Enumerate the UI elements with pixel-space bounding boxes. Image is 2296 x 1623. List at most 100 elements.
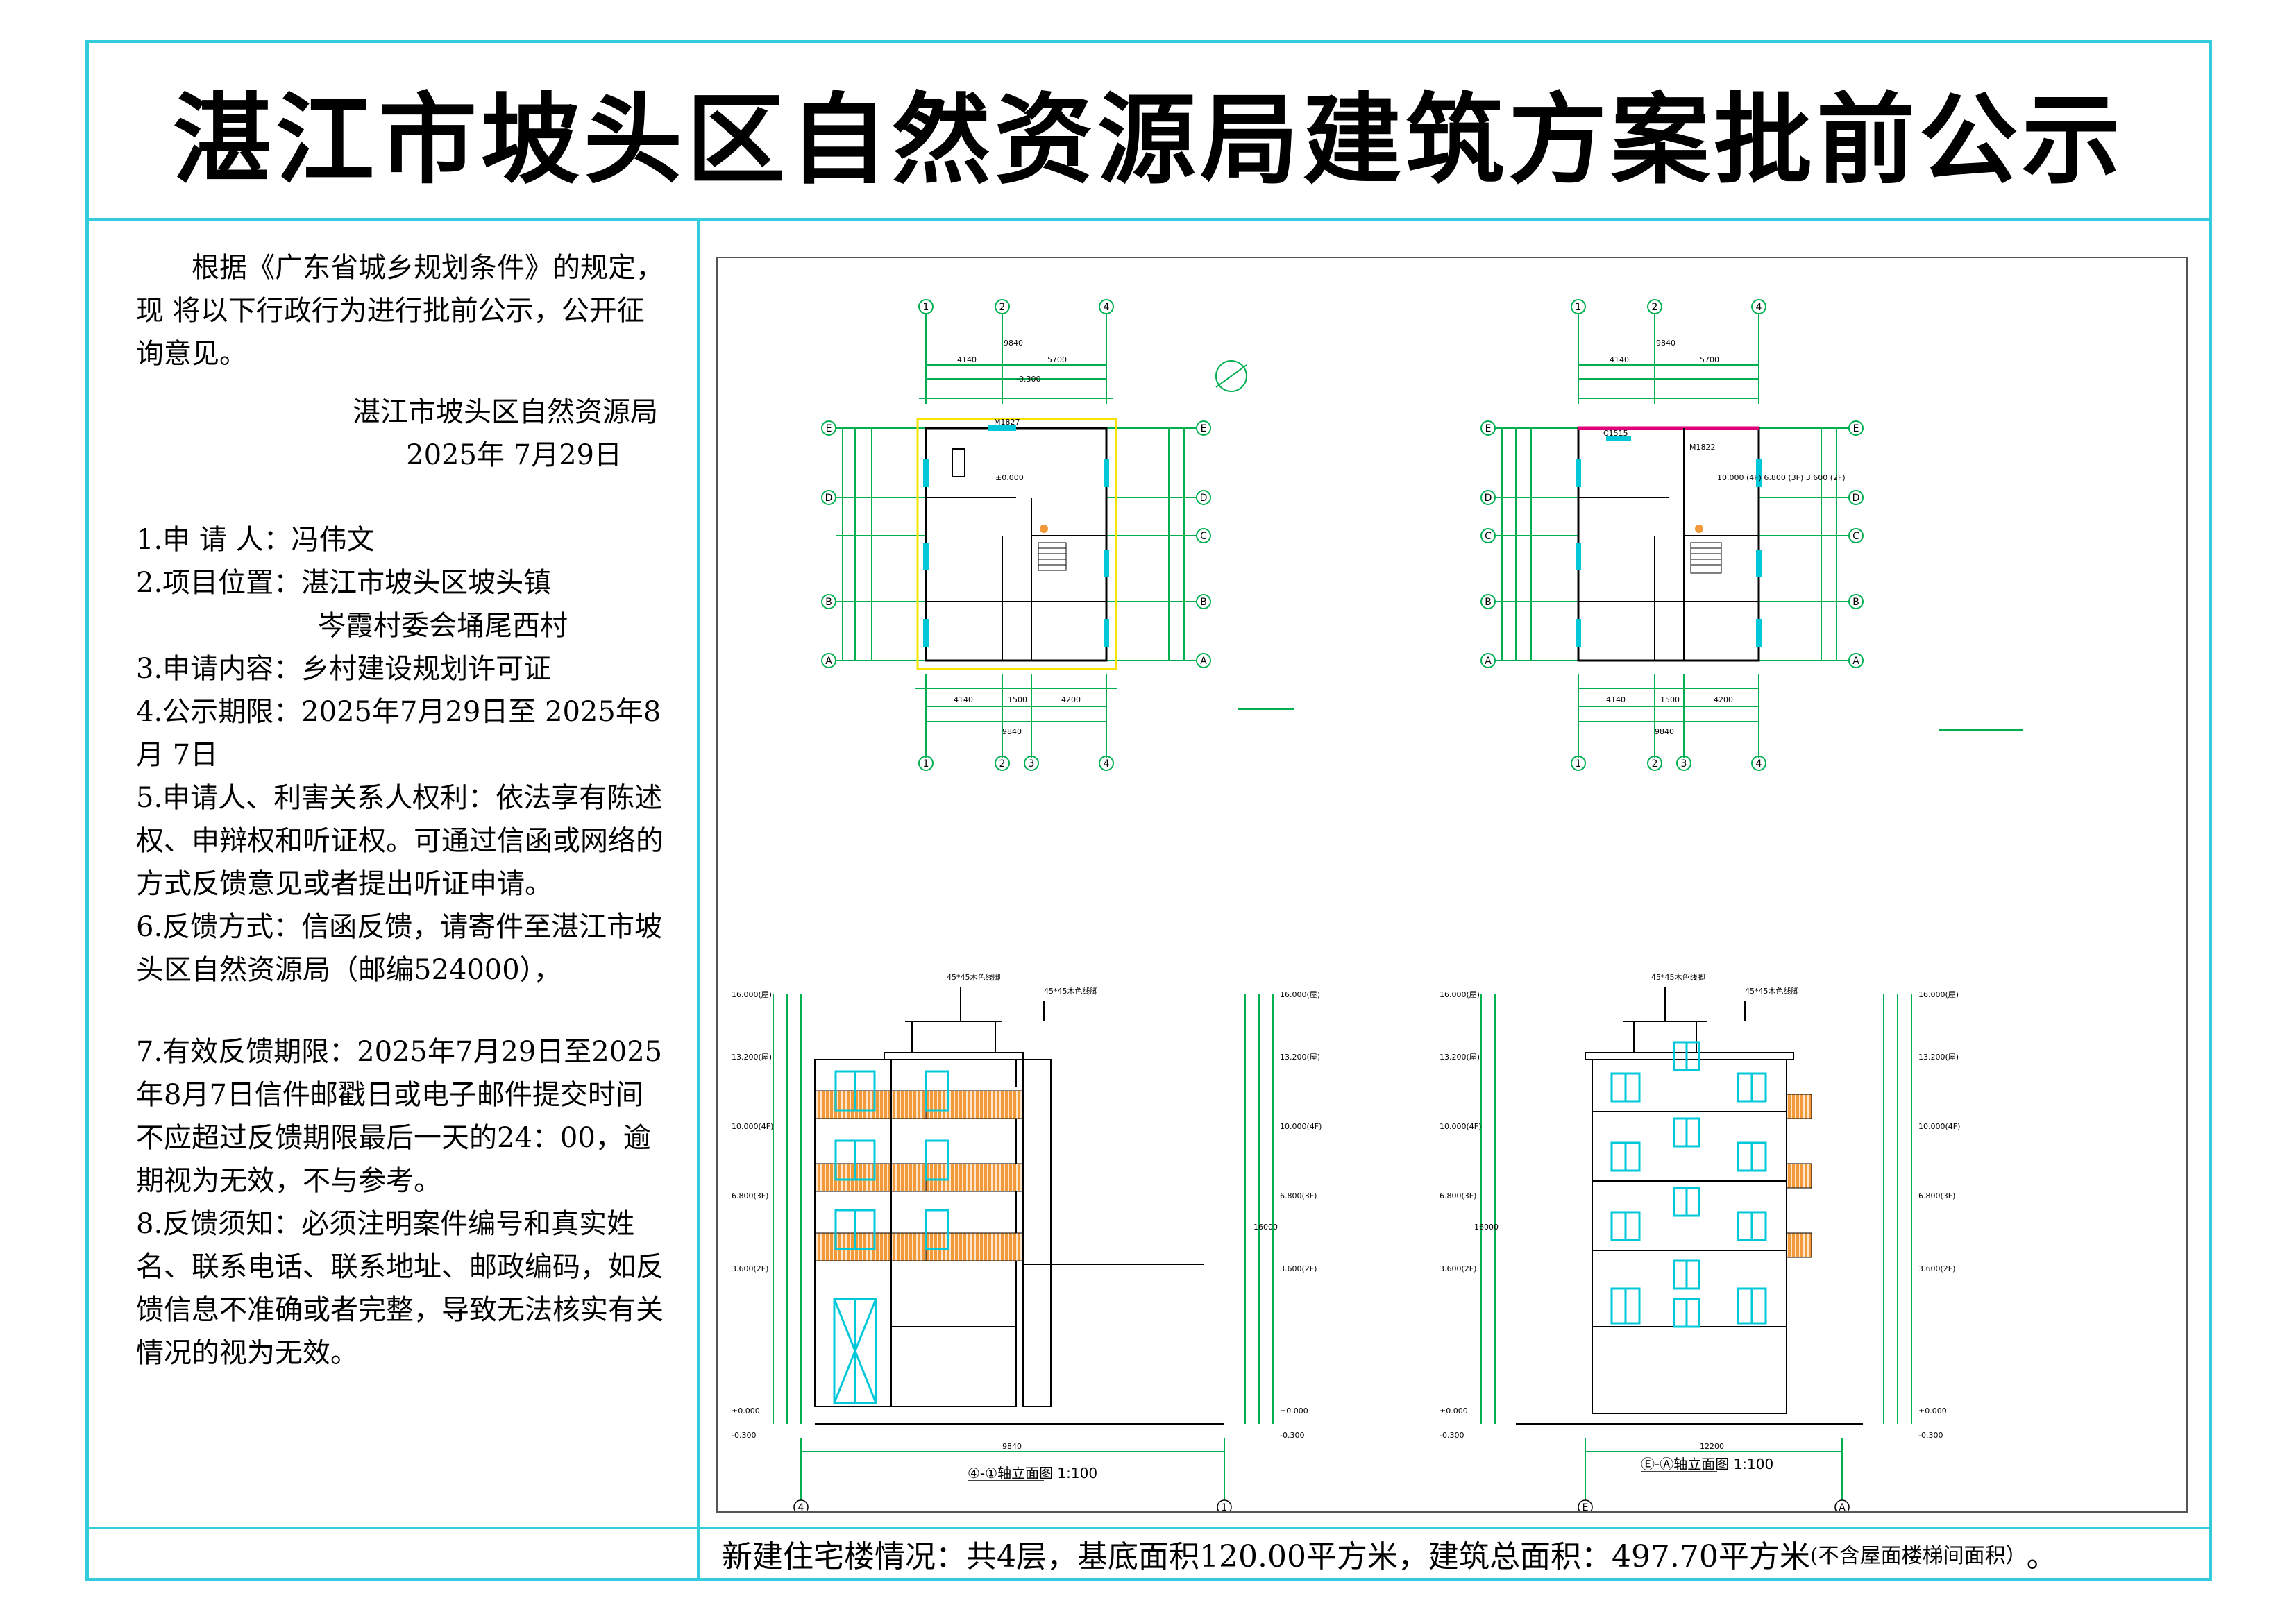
elevation-4-1: 4 1 16.000(屋) 13.200(屋) 10.000(4F) 6.800… bbox=[732, 972, 1322, 1511]
svg-text:±0.000: ±0.000 bbox=[1280, 1407, 1308, 1416]
svg-text:3.600(2F): 3.600(2F) bbox=[732, 1264, 768, 1273]
svg-text:B: B bbox=[825, 597, 832, 608]
svg-text:3: 3 bbox=[1029, 758, 1035, 770]
svg-text:-0.300: -0.300 bbox=[1280, 1431, 1304, 1440]
svg-text:-0.300: -0.300 bbox=[732, 1431, 756, 1440]
svg-text:1: 1 bbox=[1576, 758, 1582, 770]
svg-text:A: A bbox=[825, 656, 832, 667]
svg-text:1: 1 bbox=[923, 302, 929, 313]
item-location: 2.项目位置：湛江市坡头区坡头镇 bbox=[136, 567, 552, 599]
item-feedback-deadline: 7.有效反馈期限：2025年7月29日至2025年8月7日信件邮戳日或电子邮件提… bbox=[136, 1036, 663, 1197]
svg-text:E: E bbox=[1485, 423, 1492, 434]
svg-text:±0.000: ±0.000 bbox=[732, 1407, 760, 1416]
svg-text:4140: 4140 bbox=[957, 355, 977, 364]
svg-text:4200: 4200 bbox=[1061, 695, 1081, 704]
floor-plan-1 bbox=[836, 314, 1294, 758]
svg-text:±0.000: ±0.000 bbox=[995, 473, 1024, 482]
svg-text:6.800(3F): 6.800(3F) bbox=[1918, 1191, 1955, 1200]
item-period: 4.公示期限：2025年7月29日至 2025年8月 7日 bbox=[136, 696, 661, 771]
svg-text:A: A bbox=[1852, 656, 1859, 667]
building-summary-note: (不含屋面楼梯间面积） bbox=[1809, 1544, 2027, 1568]
notice-text: 根据《广东省城乡规划条件》的规定，现 将以下行政行为进行批前公示，公开征询意见。… bbox=[136, 246, 670, 1375]
svg-text:4: 4 bbox=[1104, 758, 1110, 770]
item-feedback-notes: 8.反馈须知：必须注明案件编号和真实姓名、联系电话、联系地址、邮政编码，如反馈信… bbox=[136, 1208, 664, 1369]
svg-text:A: A bbox=[1200, 656, 1207, 667]
svg-text:10.000(4F): 10.000(4F) bbox=[732, 1122, 773, 1131]
svg-text:12200: 12200 bbox=[1700, 1442, 1724, 1451]
svg-text:A: A bbox=[1485, 656, 1492, 667]
column-divider bbox=[697, 218, 700, 1581]
svg-text:3.600(2F): 3.600(2F) bbox=[1918, 1264, 1955, 1273]
svg-text:16.000(屋): 16.000(屋) bbox=[1440, 990, 1480, 999]
svg-text:E: E bbox=[1853, 423, 1859, 434]
svg-text:3.600(2F): 3.600(2F) bbox=[1280, 1264, 1317, 1273]
svg-text:1: 1 bbox=[923, 758, 929, 770]
item-rights: 5.申请人、利害关系人权利：依法享有陈述权、申辩权和听证权。可通过信函或网络的方… bbox=[136, 782, 664, 900]
building-summary-main: 新建住宅楼情况：共4层，基底面积120.00平方米，建筑总面积：497.70平方… bbox=[722, 1539, 1810, 1574]
svg-text:4: 4 bbox=[1756, 758, 1762, 770]
svg-text:C: C bbox=[1852, 531, 1859, 542]
building-summary-end: 。 bbox=[2026, 1539, 2057, 1574]
svg-text:16.000(屋): 16.000(屋) bbox=[1918, 990, 1959, 999]
svg-text:-0.300: -0.300 bbox=[1440, 1431, 1464, 1440]
svg-text:1500: 1500 bbox=[1008, 695, 1027, 704]
svg-text:9840: 9840 bbox=[1002, 727, 1022, 736]
floor-plan-1-labels: 4140 5700 9840 4140 1500 4200 9840 M1827… bbox=[954, 339, 1081, 736]
notice-intro: 根据《广东省城乡规划条件》的规定，现 将以下行政行为进行批前公示，公开征询意见。 bbox=[136, 252, 664, 370]
svg-text:4140: 4140 bbox=[954, 695, 973, 704]
svg-text:D: D bbox=[825, 493, 833, 504]
plan-2-axis-bubbles: 1 2 4 1 2 3 4 E D C B A E D C B A bbox=[1480, 299, 1864, 771]
svg-text:6.800(3F): 6.800(3F) bbox=[1280, 1191, 1317, 1200]
svg-text:13.200(屋): 13.200(屋) bbox=[1280, 1053, 1320, 1062]
svg-text:±0.000: ±0.000 bbox=[1918, 1407, 1947, 1416]
svg-text:D: D bbox=[1485, 493, 1492, 504]
svg-text:3: 3 bbox=[1681, 758, 1687, 770]
svg-text:D: D bbox=[1200, 493, 1208, 504]
svg-text:4140: 4140 bbox=[1610, 355, 1629, 364]
svg-text:10.000(4F): 10.000(4F) bbox=[1280, 1122, 1322, 1131]
svg-text:16.000(屋): 16.000(屋) bbox=[1280, 990, 1320, 999]
svg-text:2: 2 bbox=[1652, 758, 1658, 770]
svg-text:B: B bbox=[1200, 597, 1207, 608]
svg-text:2: 2 bbox=[999, 758, 1006, 770]
issue-date: 2025年 7月29日 bbox=[406, 439, 622, 471]
svg-text:6.800(3F): 6.800(3F) bbox=[732, 1191, 768, 1200]
footer-divider bbox=[85, 1527, 2212, 1529]
svg-text:9840: 9840 bbox=[1004, 339, 1023, 348]
floor-plan-1-walls bbox=[916, 418, 1117, 670]
svg-text:4200: 4200 bbox=[1714, 695, 1733, 704]
svg-text:4140: 4140 bbox=[1606, 695, 1626, 704]
svg-text:10.000(4F): 10.000(4F) bbox=[1440, 1122, 1481, 1131]
svg-text:2: 2 bbox=[1652, 302, 1658, 313]
page-title: 湛江市坡头区自然资源局建筑方案批前公示 bbox=[173, 83, 2125, 198]
svg-text:-0.300: -0.300 bbox=[1918, 1431, 1943, 1440]
svg-text:C: C bbox=[1200, 531, 1207, 542]
svg-text:C1515: C1515 bbox=[1603, 429, 1628, 438]
svg-text:16000: 16000 bbox=[1253, 1223, 1278, 1232]
drawing-svg: 4140 5700 9840 4140 1500 4200 9840 M1827… bbox=[732, 299, 2023, 1511]
svg-text:M1822: M1822 bbox=[1689, 443, 1716, 452]
svg-text:13.200(屋): 13.200(屋) bbox=[1918, 1053, 1959, 1062]
svg-text:4: 4 bbox=[1756, 302, 1762, 313]
building-summary: 新建住宅楼情况：共4层，基底面积120.00平方米，建筑总面积：497.70平方… bbox=[722, 1529, 2207, 1578]
svg-text:10.000 (4F) 6.800 (3F) 3.600 (: 10.000 (4F) 6.800 (3F) 3.600 (2F) bbox=[1717, 473, 1846, 482]
svg-text:5700: 5700 bbox=[1700, 355, 1719, 364]
item-location-detail: 岑霞村委会埇尾西村 bbox=[318, 610, 568, 642]
svg-text:B: B bbox=[1485, 597, 1492, 608]
svg-text:D: D bbox=[1852, 493, 1860, 504]
svg-text:16.000(屋): 16.000(屋) bbox=[732, 990, 772, 999]
svg-text:9840: 9840 bbox=[1656, 339, 1675, 348]
svg-text:4: 4 bbox=[798, 1502, 804, 1511]
svg-text:10.000(4F): 10.000(4F) bbox=[1918, 1122, 1960, 1131]
elevation-e-a: E A 16.000(屋) 13.200(屋) 10.000(4F) 6.800… bbox=[1440, 972, 1960, 1511]
svg-text:1: 1 bbox=[1576, 302, 1582, 313]
svg-text:45*45木色线脚: 45*45木色线脚 bbox=[1044, 986, 1098, 996]
svg-text:45*45木色线脚: 45*45木色线脚 bbox=[947, 972, 1001, 982]
svg-text:6.800(3F): 6.800(3F) bbox=[1440, 1191, 1476, 1200]
elevation-1-caption: ④-①轴立面图 1:100 bbox=[968, 1465, 1097, 1481]
svg-text:9840: 9840 bbox=[1655, 727, 1674, 736]
svg-text:2: 2 bbox=[999, 302, 1006, 313]
svg-text:M1827: M1827 bbox=[994, 418, 1020, 427]
svg-text:E: E bbox=[826, 423, 832, 434]
issuer-name: 湛江市坡头区自然资源局 bbox=[353, 396, 658, 428]
